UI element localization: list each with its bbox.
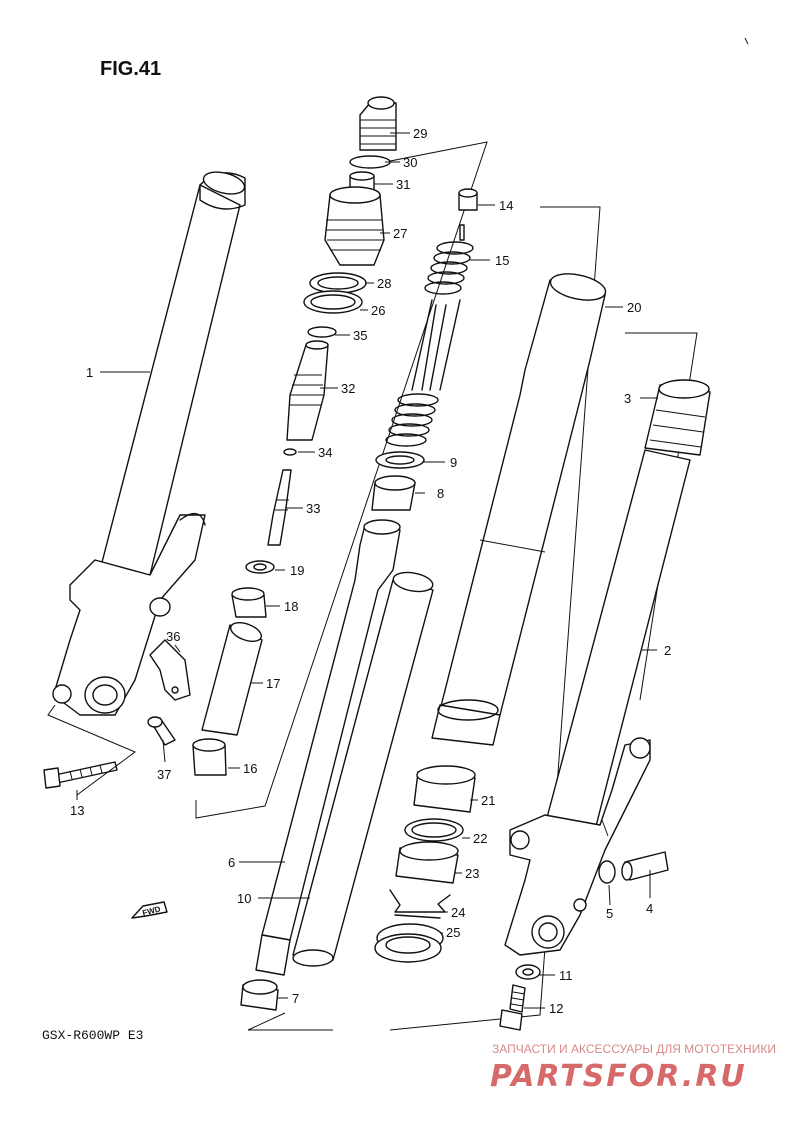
- label-2: 2: [664, 643, 671, 658]
- part-27-adjuster: [324, 186, 385, 266]
- part-26-ring: [303, 290, 363, 314]
- part-35-circlip: [307, 326, 337, 338]
- part-10-inner-tube: [292, 571, 434, 967]
- label-3: 3: [624, 391, 631, 406]
- label-12: 12: [549, 1001, 563, 1016]
- label-26: 26: [371, 303, 385, 318]
- label-29: 29: [413, 126, 427, 141]
- label-34: 34: [318, 445, 332, 460]
- part-32-piston-rod-holder: [286, 340, 329, 441]
- part-36-bracket: [149, 639, 191, 701]
- part-29-cap-bolt: [359, 96, 397, 151]
- part-1-outer-tube-left: [52, 171, 246, 716]
- part-9-washer: [375, 451, 425, 469]
- part-28-washer: [309, 272, 367, 294]
- leader-13-frame: [47, 704, 136, 796]
- label-23: 23: [465, 866, 479, 881]
- group-frame-middle: [247, 206, 601, 1031]
- part-30-o-ring: [349, 155, 391, 169]
- part-18-seat: [231, 587, 267, 618]
- part-17-sleeve: [201, 622, 263, 736]
- label-25: 25: [446, 925, 460, 940]
- fwd-arrow-icon: FWD: [131, 901, 168, 919]
- label-15: 15: [495, 253, 509, 268]
- label-8: 8: [437, 486, 444, 501]
- leader-lines: [76, 37, 749, 1009]
- part-8-spacer: [371, 475, 416, 511]
- label-11: 11: [559, 968, 573, 983]
- part-5-washer: [598, 860, 616, 884]
- label-7: 7: [292, 991, 299, 1006]
- part-37-bolt: [147, 716, 176, 746]
- label-16: 16: [243, 761, 257, 776]
- label-27: 27: [393, 226, 407, 241]
- label-1: 1: [86, 365, 93, 380]
- label-32: 32: [341, 381, 355, 396]
- label-5: 5: [606, 906, 613, 921]
- label-10: 10: [237, 891, 251, 906]
- part-4-air-valve: [621, 851, 669, 881]
- part-number-labels: 1 2 3 4 5 6 7 8 9 10 11 12 13 14 15 16 1…: [70, 126, 671, 1016]
- label-4: 4: [646, 901, 653, 916]
- watermark-tagline: ЗАПЧАСТИ И АКСЕССУАРЫ ДЛЯ МОТОТЕХНИКИ: [492, 1042, 776, 1056]
- part-16-stopper: [192, 738, 227, 776]
- part-6-damper-rod: [255, 519, 401, 976]
- group-frame-left: [195, 141, 488, 819]
- part-20-outer-tube-right: [431, 273, 607, 746]
- part-22-washer: [404, 818, 464, 842]
- label-20: 20: [627, 300, 641, 315]
- part-3-dust-seal: [644, 379, 711, 456]
- figure-title: FIG.41: [100, 58, 161, 80]
- label-31: 31: [396, 177, 410, 192]
- label-22: 22: [473, 831, 487, 846]
- label-36: 36: [166, 629, 180, 644]
- part-14-nut: [458, 188, 478, 211]
- label-33: 33: [306, 501, 320, 516]
- label-35: 35: [353, 328, 367, 343]
- label-17: 17: [266, 676, 280, 691]
- label-9: 9: [450, 455, 457, 470]
- label-37: 37: [157, 767, 171, 782]
- part-25-oil-seal: [374, 923, 444, 963]
- part-13-axle-pinch-bolt: [43, 761, 118, 789]
- part-11-washer: [515, 964, 541, 980]
- label-21: 21: [481, 793, 495, 808]
- part-12-bolt: [499, 984, 526, 1031]
- label-13: 13: [70, 803, 84, 818]
- part-33-valve-rod: [267, 469, 292, 546]
- model-code: GSX-R600WP E3: [42, 1028, 143, 1043]
- label-6: 6: [228, 855, 235, 870]
- watermark-brand-logo: PARTSFOR.RU: [490, 1059, 747, 1094]
- part-23-bushing: [395, 841, 459, 884]
- part-2-outer-tube-right: [504, 449, 691, 956]
- part-19-washer: [245, 560, 275, 574]
- watermark: ЗАПЧАСТИ И АКСЕССУАРЫ ДЛЯ МОТОТЕХНИКИ PA…: [490, 1042, 776, 1094]
- label-14: 14: [499, 198, 513, 213]
- label-19: 19: [290, 563, 304, 578]
- part-21-bushing: [413, 765, 476, 813]
- label-18: 18: [284, 599, 298, 614]
- part-15-spring-assembly: [385, 224, 474, 447]
- part-24-clip: [389, 889, 451, 919]
- part-34-washer: [283, 448, 297, 456]
- label-28: 28: [377, 276, 391, 291]
- label-24: 24: [451, 905, 465, 920]
- label-30: 30: [403, 155, 417, 170]
- part-7-oil-lock-piece: [240, 979, 279, 1011]
